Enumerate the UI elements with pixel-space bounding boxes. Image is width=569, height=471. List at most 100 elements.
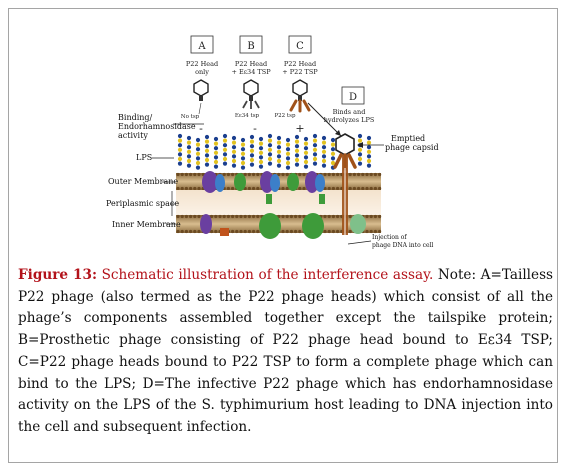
lps-bead <box>285 137 291 143</box>
periplasmic-space-band <box>176 190 381 215</box>
lps-bead <box>240 137 246 143</box>
periplasm-protein-2 <box>319 194 325 204</box>
lps-bead <box>240 156 246 161</box>
lps-bead <box>357 156 363 162</box>
lps-bead <box>213 136 219 142</box>
lps-bead <box>330 160 336 166</box>
lps-bead <box>312 147 318 152</box>
lipid-head <box>352 172 356 177</box>
lipid-head <box>231 186 235 191</box>
lps-bead <box>213 164 219 169</box>
lps-bead <box>222 152 228 157</box>
lps-bead <box>267 133 273 139</box>
lipid-head <box>184 186 188 191</box>
lipid-head <box>256 186 260 191</box>
lps-bead <box>267 156 273 162</box>
lps-bead <box>204 157 210 163</box>
lipid-head <box>369 229 373 234</box>
lps-bead <box>321 135 327 141</box>
lipid-head <box>302 186 306 191</box>
lipid-head <box>302 214 306 219</box>
lipid-head <box>361 186 365 191</box>
lipid-head <box>176 172 180 177</box>
outer-protein-blue-3 <box>315 174 325 192</box>
lipid-head <box>222 172 226 177</box>
lps-bead <box>195 160 201 166</box>
lps-bead <box>186 154 192 159</box>
lps-bead <box>186 158 192 164</box>
lps-bead <box>312 143 318 148</box>
lipid-head <box>252 172 256 177</box>
lipid-head <box>378 229 382 234</box>
panel-d-line2: hydrolyzes LPS <box>324 116 375 124</box>
lps-bead <box>330 147 336 152</box>
lps-bead <box>276 154 282 159</box>
lipid-head <box>336 172 340 177</box>
lipid-head <box>218 214 222 219</box>
lps-bead <box>357 147 363 152</box>
lps-bead <box>276 163 282 168</box>
inner-protein-green-2 <box>302 213 324 239</box>
lps-bead <box>231 140 237 145</box>
lps-bead <box>231 154 237 159</box>
panel-c: C P22 Head + P22 TSP <box>282 35 318 76</box>
lps-bead <box>258 159 264 165</box>
lps-bead <box>303 146 309 151</box>
lps-bead <box>303 150 309 155</box>
lps-bead <box>276 145 282 150</box>
lipid-head <box>189 214 193 219</box>
lipid-head <box>247 186 251 191</box>
injection-label-line1: Injection of <box>372 234 407 241</box>
phage-a-icon: No tsp <box>181 79 209 120</box>
lps-bead <box>258 150 264 155</box>
lipid-head <box>243 214 247 219</box>
lps-bead <box>303 141 309 146</box>
panel-a-letter: A <box>197 41 206 52</box>
lipid-head <box>373 214 377 219</box>
injection-label-line2: phage DNA into cell <box>372 242 433 249</box>
lipid-head <box>193 214 197 219</box>
panel-d: D Binds and hydrolyzes LPS <box>324 86 375 124</box>
lps-bead <box>303 164 309 169</box>
lipid-head <box>197 186 201 191</box>
lps-bead <box>240 165 246 170</box>
lps-bead <box>186 135 192 141</box>
lipid-head <box>193 172 197 177</box>
lipid-head <box>222 214 226 219</box>
lipid-head <box>256 214 260 219</box>
lipid-head <box>289 214 293 219</box>
lps-bead <box>195 147 201 152</box>
lps-bead <box>213 159 219 165</box>
interference-assay-figure: A P22 Head only B P22 Head + Eε34 TSP C … <box>106 35 439 249</box>
lps-bead <box>267 161 273 166</box>
outer-protein-purple-3 <box>305 171 319 193</box>
lipid-head <box>289 229 293 234</box>
caption-body: Note: A=Tailless P22 phage (also termed … <box>18 267 554 435</box>
lipid-head <box>285 172 289 177</box>
lipid-head <box>331 186 335 191</box>
lps-bead <box>294 162 300 167</box>
panel-b-line2: + Eε34 TSP <box>231 68 271 76</box>
phage-b-icon: Eε34 tsp <box>235 79 260 119</box>
lipid-head <box>176 214 180 219</box>
lps-bead <box>366 149 372 154</box>
lipid-head <box>323 214 327 219</box>
lipid-head <box>180 214 184 219</box>
lipid-head <box>281 172 285 177</box>
lps-bead <box>303 136 309 142</box>
lps-bead <box>312 152 318 157</box>
lps-bead <box>366 154 372 159</box>
lps-bead <box>294 148 300 153</box>
lps-bead <box>294 134 300 140</box>
lps-bead <box>366 140 372 145</box>
lps-bead <box>222 156 228 162</box>
lipid-head <box>189 186 193 191</box>
lipid-head <box>231 214 235 219</box>
lps-bead <box>330 151 336 156</box>
lipid-head <box>298 214 302 219</box>
panel-d-line1: Binds and <box>333 108 366 116</box>
lps-label: LPS <box>136 153 152 162</box>
lps-bead <box>231 149 237 154</box>
lipid-head <box>378 172 382 177</box>
lps-bead <box>177 143 183 148</box>
